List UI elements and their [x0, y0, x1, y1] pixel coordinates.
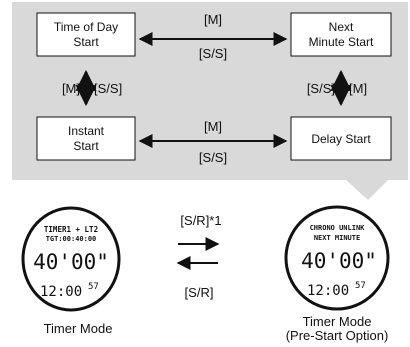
node-time-of-day-start: Time of Day Start — [36, 12, 136, 57]
node-next-minute-start: Next Minute Start — [290, 12, 392, 57]
watch-line-2: NEXT MINUTE — [314, 234, 360, 242]
node-instant-start: Instant Start — [36, 116, 136, 161]
edge-label-bottom-m: [M] — [204, 119, 222, 134]
node-label: Instant — [68, 124, 105, 138]
node-label: Minute Start — [309, 35, 374, 49]
node-label: Start — [73, 35, 99, 49]
watch-time: 12:00 — [40, 284, 82, 300]
caption-timer-mode-pre: Timer Mode — [303, 314, 372, 329]
watch-seconds: 57 — [88, 282, 99, 292]
caption-timer-mode: Timer Mode — [44, 321, 113, 336]
watch-timer-pre-start: CHRONO UNLINK NEXT MINUTE 40'00" 12:00 5… — [284, 205, 390, 311]
node-label: Next — [329, 20, 354, 34]
watch-main-readout: 40'00" — [301, 249, 377, 273]
node-delay-start: Delay Start — [290, 116, 392, 161]
watch-line-1: CHRONO UNLINK — [310, 224, 366, 232]
edge-label-right-ss: [S/S] — [307, 81, 335, 96]
edge-label-right-m: [M] — [349, 81, 367, 96]
edge-label-top-ss: [S/S] — [199, 46, 227, 61]
watch-line-1: TIMER1 + LT2 — [44, 225, 98, 234]
edge-label-top-m: [M] — [204, 12, 222, 27]
transition-forward-label: [S/R]*1 — [180, 213, 221, 228]
node-label: Time of Day — [54, 20, 118, 34]
watch-timer-mode: TIMER1 + LT2 TGT:00:40:00 40'00" 12:00 5… — [21, 206, 121, 312]
watch-line-2: TGT:00:40:00 — [46, 235, 97, 243]
edge-label-bottom-ss: [S/S] — [199, 150, 227, 165]
node-label: Delay Start — [311, 132, 371, 146]
transition-back-label: [S/R] — [185, 285, 214, 300]
watch-main-readout: 40'00" — [33, 250, 109, 274]
node-label: Start — [73, 139, 99, 153]
watch-seconds: 57 — [355, 281, 366, 291]
edge-label-left-m: [M] — [62, 81, 80, 96]
edge-label-left-ss: [S/S] — [94, 81, 122, 96]
caption-pre-start-option: (Pre-Start Option) — [286, 328, 389, 343]
watch-time: 12:00 — [307, 283, 349, 299]
